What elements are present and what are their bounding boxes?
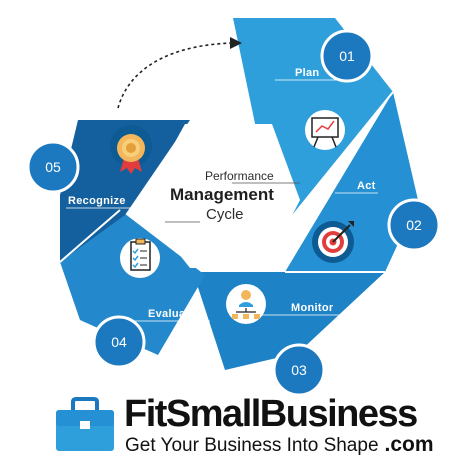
- segment-evaluate: [60, 210, 205, 355]
- checklist-icon: [120, 238, 160, 278]
- stage-number-node-03: 03: [272, 343, 326, 397]
- center-title-line2: Management: [170, 185, 274, 204]
- award-medal-icon: [110, 125, 152, 174]
- stage-number-node-02: 02: [387, 198, 441, 252]
- stage-number-node-05: 05: [26, 140, 80, 194]
- stage-number-04: 04: [111, 334, 127, 350]
- target-icon: [312, 221, 354, 263]
- briefcase-icon: [56, 397, 114, 451]
- stage-label-evaluate: Evaluate: [148, 308, 196, 320]
- center-area: [140, 124, 300, 268]
- presentation-board-icon: [305, 110, 345, 150]
- brand-domain-suffix: .com: [384, 433, 434, 456]
- stage-number-03: 03: [291, 362, 307, 378]
- stage-number-node-04: 04: [92, 315, 146, 369]
- center-title-line3: Cycle: [206, 206, 244, 223]
- brand-name: FitSmallBusiness: [124, 393, 418, 435]
- cycle-arrow: [117, 42, 233, 109]
- stage-number-node-01: 01: [320, 29, 374, 83]
- stage-number-02: 02: [406, 217, 422, 233]
- brand-tagline-row: Get Your Business Into Shape.com: [125, 433, 434, 457]
- stage-label-act: Act: [357, 180, 376, 192]
- brand-tagline: Get Your Business Into Shape: [125, 435, 379, 456]
- arrow-head-icon: [230, 37, 242, 49]
- stage-label-recognize: Recognize: [68, 195, 126, 207]
- org-chart-icon: [226, 284, 266, 324]
- stage-label-plan: Plan: [295, 67, 319, 79]
- segment-recognize: [60, 120, 190, 262]
- stage-number-01: 01: [339, 48, 355, 64]
- stage-number-05: 05: [45, 159, 61, 175]
- stage-label-monitor: Monitor: [291, 302, 334, 314]
- segment-act: [285, 92, 418, 272]
- center-title-line1: Performance: [205, 169, 274, 183]
